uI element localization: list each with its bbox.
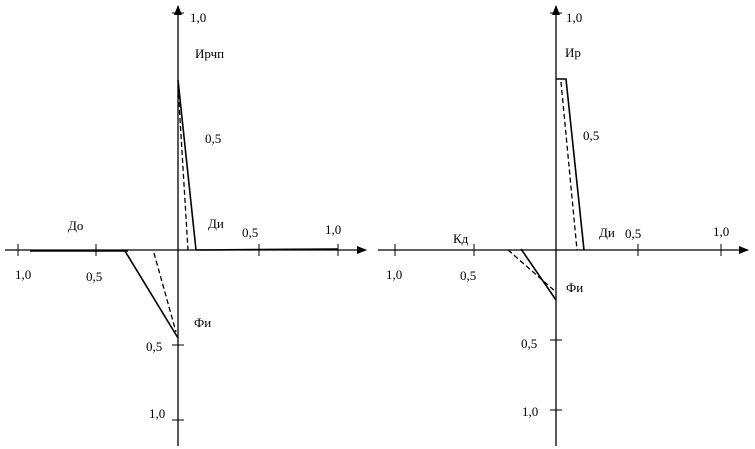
left-solid-lower: [124, 250, 179, 339]
right-dashed-lower: [507, 249, 557, 293]
right-diagram: 1,0 Ир 0,5 Кд Ди 0,5 1,0 1,0 0,5 Фи 0,5 …: [378, 5, 749, 446]
right-x-neg-tick-half-label: 0,5: [460, 268, 476, 283]
left-diagram: 1,0 Ирчп 0,5 До Ди 0,5 1,0 1,0 0,5 Фи 0,…: [5, 5, 367, 446]
right-x-pos-tick-one-label: 1,0: [713, 224, 729, 239]
left-x-pos-tick-one-label: 1,0: [325, 222, 341, 237]
left-x-pos-tick-half-label: 0,5: [242, 225, 258, 240]
left-y-neg-tick-one-label: 1,0: [149, 406, 165, 421]
left-x-neg-tick-half-label: 0,5: [86, 269, 102, 284]
right-y-axis-label: Ир: [565, 45, 581, 60]
left-y-axis-label: Ирчп: [195, 46, 224, 61]
right-dashed-upper: [560, 81, 578, 251]
right-y-top-tick-label: 1,0: [566, 10, 582, 25]
left-solid-upper: [177, 79, 197, 251]
left-x-neg-label: До: [68, 218, 83, 233]
right-x-neg-tick-one-label: 1,0: [386, 267, 402, 282]
left-solid-baseline-right: [195, 248, 339, 251]
right-y-neg-tick-one-label: 1,0: [522, 404, 538, 419]
left-y-mid-tick-label: 0,5: [205, 131, 221, 146]
right-x-pos-label: Ди: [599, 225, 615, 240]
left-x-pos-label: Ди: [208, 216, 224, 231]
right-y-neg-label: Фи: [566, 280, 583, 295]
right-y-neg-tick-half-label: 0,5: [521, 336, 537, 351]
left-dashed-upper: [177, 85, 189, 251]
left-y-neg-tick-half-label: 0,5: [146, 339, 162, 354]
right-solid-lower: [520, 248, 557, 301]
left-y-top-tick-label: 1,0: [190, 10, 206, 25]
left-x-neg-tick-one-label: 1,0: [15, 267, 31, 282]
right-solid-upper: [556, 78, 585, 251]
left-y-neg-label: Фи: [194, 315, 211, 330]
right-y-mid-tick-label: 0,5: [583, 128, 599, 143]
right-x-neg-label: Кд: [453, 231, 469, 246]
left-dashed-lower: [153, 252, 177, 333]
right-x-pos-tick-half-label: 0,5: [625, 226, 641, 241]
